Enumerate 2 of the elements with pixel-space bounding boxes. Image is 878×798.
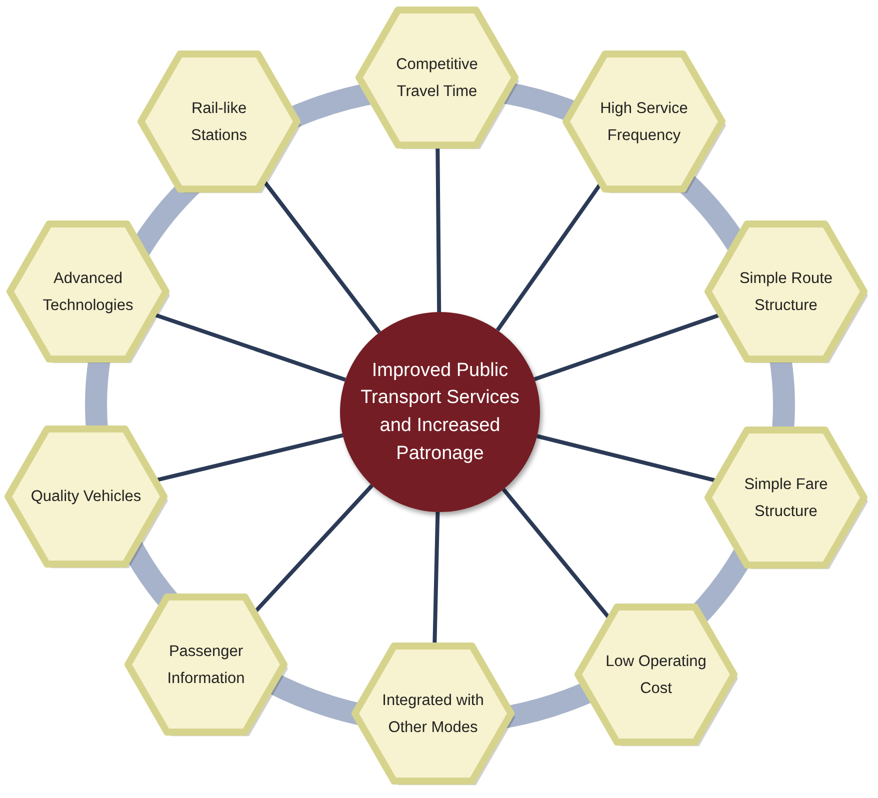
connector-line: [496, 182, 603, 332]
node-label: Improved Public Transport Services and Increased Patronage: [360, 358, 520, 466]
